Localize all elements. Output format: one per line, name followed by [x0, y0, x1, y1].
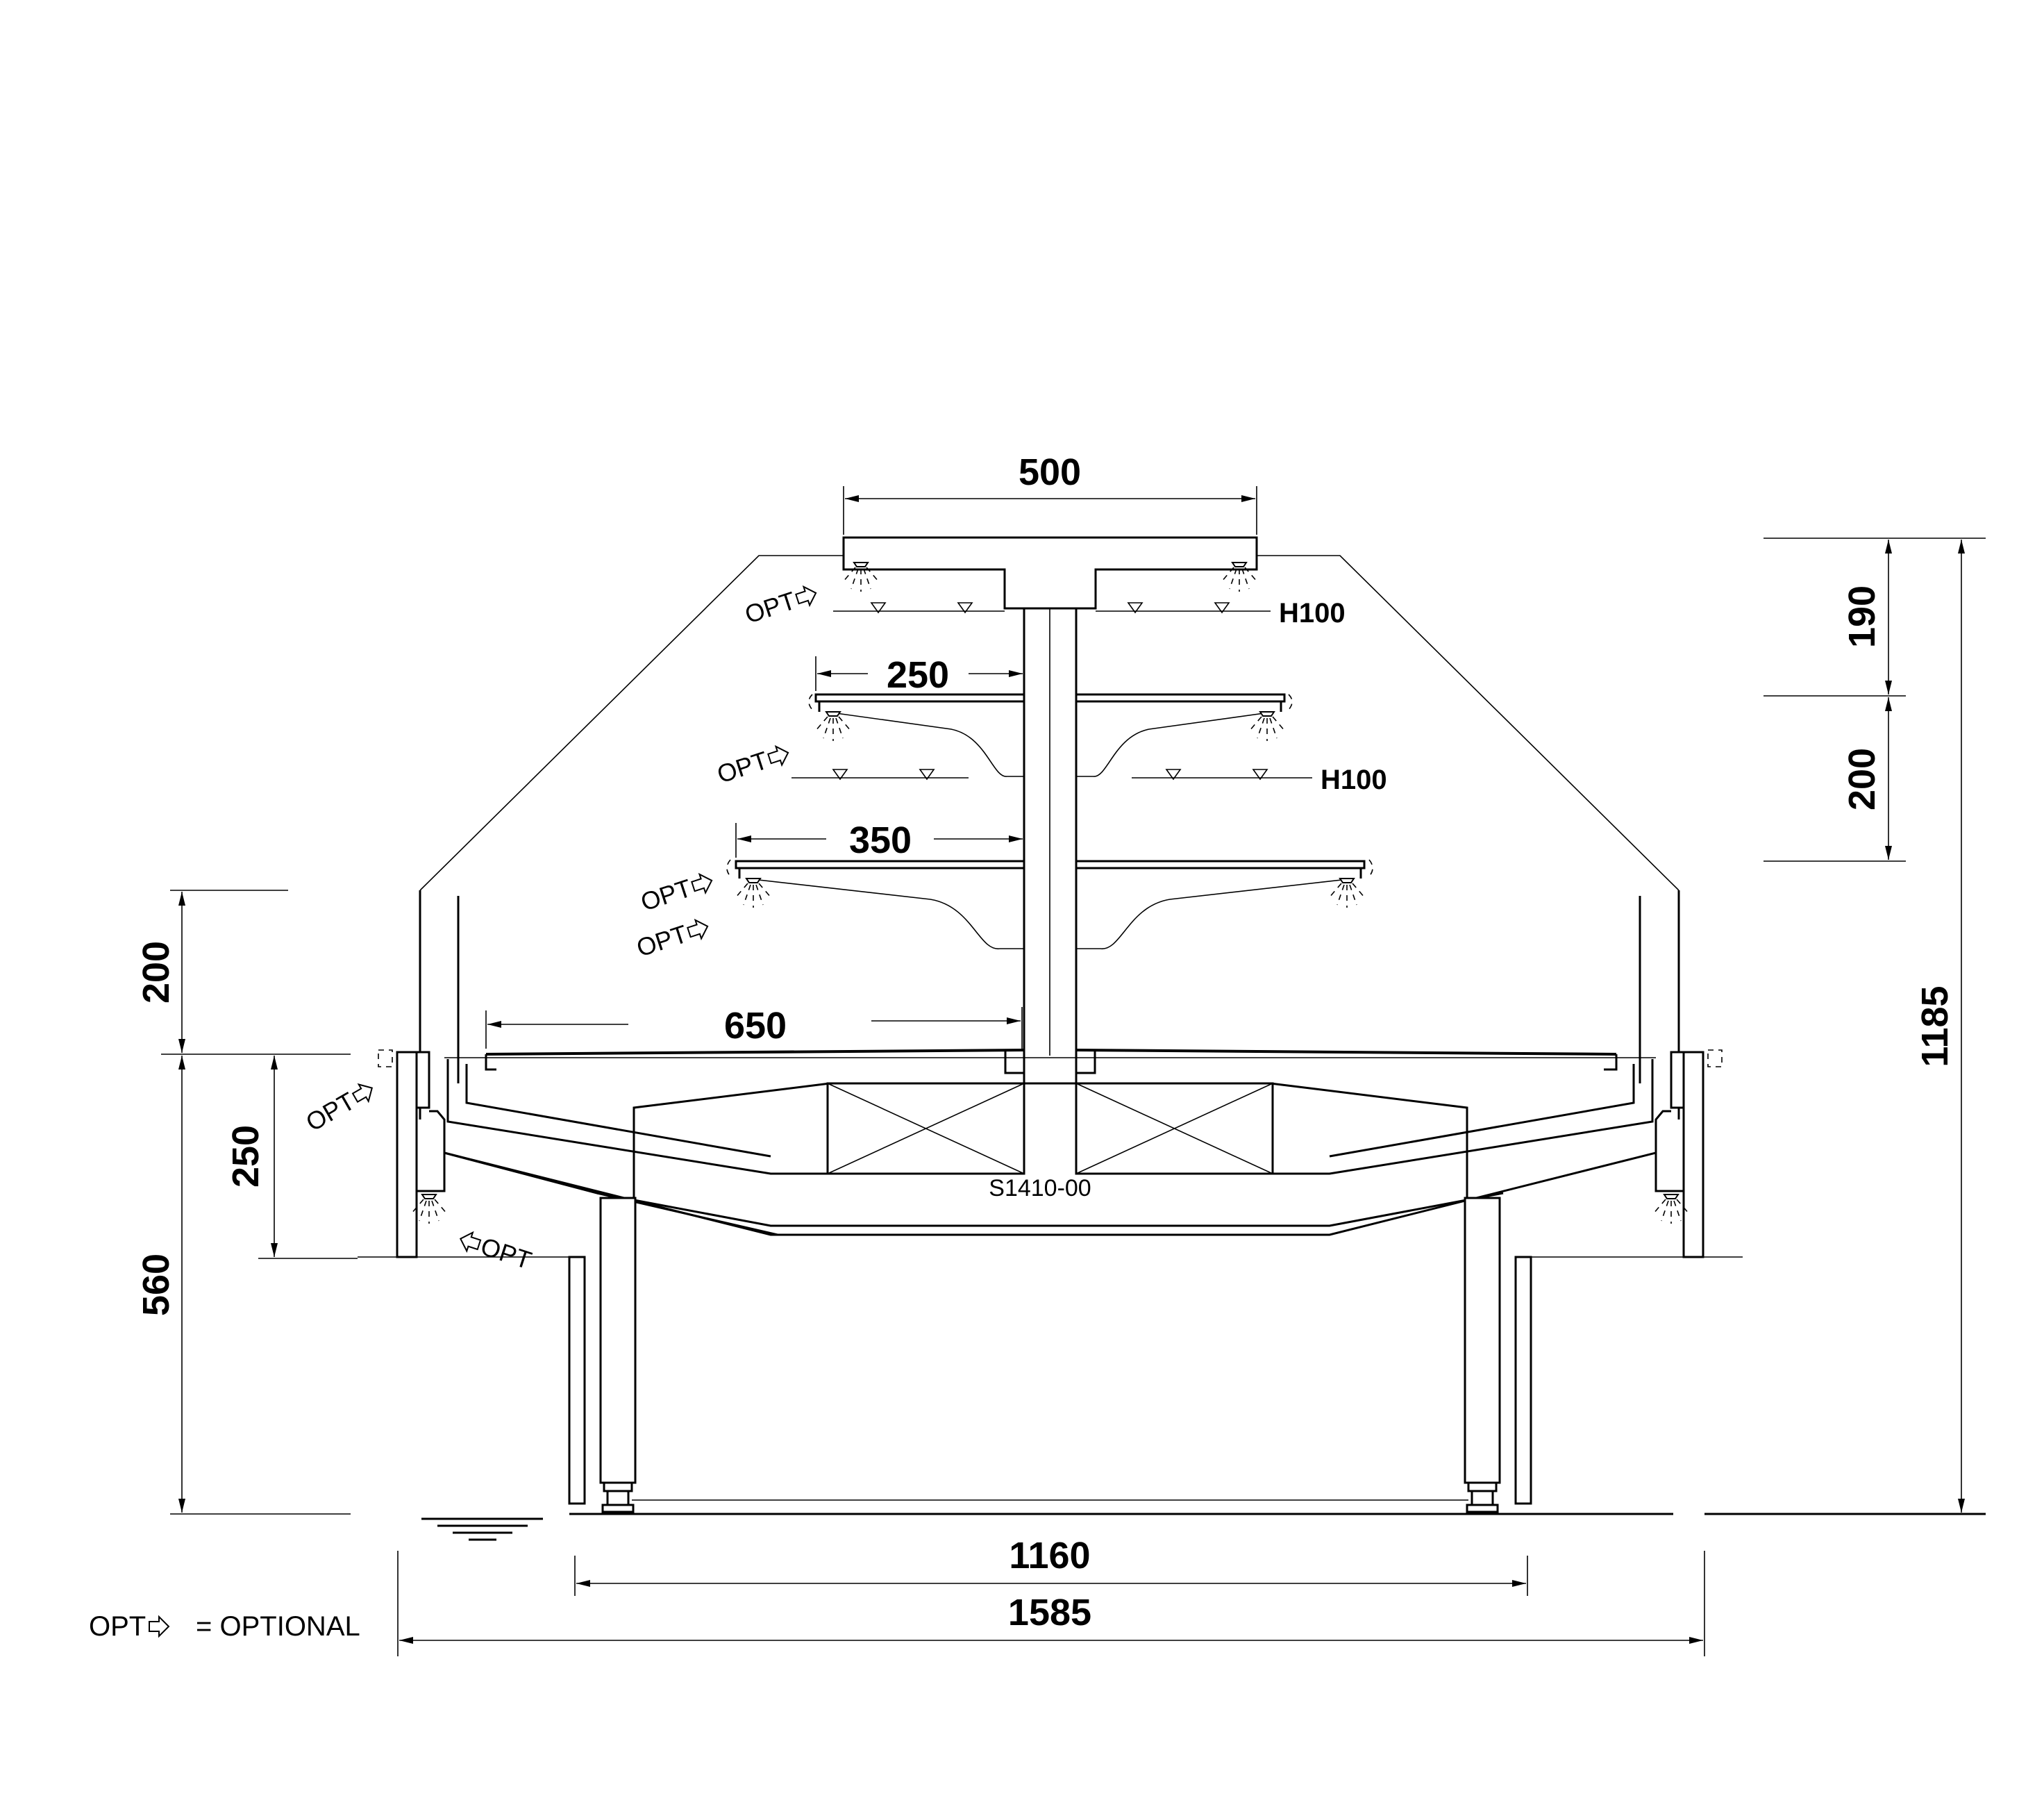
- opt-arrow-icon: [685, 916, 712, 942]
- opt-arrow-icon: [766, 742, 792, 769]
- dimension-label-1160: 1160: [1009, 1535, 1090, 1576]
- dimension-label-left-560: 560: [135, 1254, 177, 1316]
- opt-label: OPT: [633, 919, 691, 963]
- dimension-label-right-1185: 1185: [1914, 985, 1956, 1067]
- dimension-right-200: 200: [1764, 697, 1906, 862]
- opt-label: OPT: [742, 586, 799, 629]
- dimension-left-250: 250: [225, 1056, 358, 1259]
- floor-symbol: [421, 1517, 543, 1541]
- opt-label: OPT: [714, 746, 771, 789]
- dimension-1160: 1160: [574, 1535, 1528, 1596]
- dimension-label-650: 650: [724, 1005, 787, 1047]
- display-deck: [443, 1049, 1657, 1236]
- opt-callout-bottom: OPT: [456, 1229, 535, 1275]
- top-light-beam: [842, 536, 1258, 610]
- dimension-label-left-250: 250: [225, 1125, 267, 1188]
- opt-callout-top: OPT: [742, 583, 820, 629]
- dimension-label-left-200: 200: [135, 941, 177, 1004]
- legs: [358, 1197, 1986, 1515]
- central-column: [1023, 608, 1078, 1153]
- opt-label: OPT: [478, 1232, 535, 1275]
- dimension-label-right-190: 190: [1841, 585, 1883, 648]
- glass-canopy: [419, 555, 1680, 1119]
- opt-arrow-icon: [794, 583, 820, 609]
- dimension-left-200: 200: [135, 890, 351, 1055]
- opt-arrow-icon: [689, 870, 716, 897]
- opt-callout-side: OPT: [301, 1079, 378, 1137]
- side-panels: [378, 1049, 1723, 1258]
- dimension-1585: 1585: [397, 1551, 1705, 1656]
- shelf-height-label-top: H100: [1279, 598, 1346, 629]
- model-code: S1410-00: [989, 1175, 1091, 1201]
- opt-callout-upper-shelf: OPT: [714, 742, 792, 789]
- dimension-label-500: 500: [1019, 451, 1081, 493]
- legend-arrow-icon: [149, 1616, 169, 1637]
- dimension-250-shelf: 250: [815, 654, 1023, 696]
- opt-callout-middle-shelf-1: OPT: [637, 870, 716, 917]
- shelf-height-label-middle: H100: [1321, 765, 1387, 795]
- legend: OPT = OPTIONAL: [89, 1611, 360, 1642]
- opt-label: OPT: [637, 874, 695, 917]
- dimension-650: 650: [485, 1005, 1023, 1049]
- dimension-left-560: 560: [135, 1056, 351, 1515]
- opt-label: OPT: [301, 1086, 360, 1137]
- dimension-label-1585: 1585: [1008, 1592, 1091, 1633]
- legend-key: OPT: [89, 1611, 146, 1642]
- opt-arrow-icon: [456, 1229, 483, 1255]
- opt-callout-middle-shelf-2: OPT: [633, 916, 712, 963]
- dimension-label-350: 350: [849, 819, 912, 861]
- legend-text: = OPTIONAL: [196, 1611, 360, 1642]
- dimension-label-right-200: 200: [1841, 748, 1883, 810]
- dimension-350: 350: [735, 819, 1023, 861]
- upper-shelf: [791, 693, 1312, 781]
- middle-shelf: [726, 859, 1373, 949]
- dimension-500: 500: [843, 451, 1257, 535]
- dimension-right-1185: 1185: [1914, 540, 1965, 1513]
- dimension-right-190: 190: [1764, 538, 1986, 697]
- dimension-label-250-shelf: 250: [887, 654, 949, 696]
- top-product-line: [833, 602, 1271, 614]
